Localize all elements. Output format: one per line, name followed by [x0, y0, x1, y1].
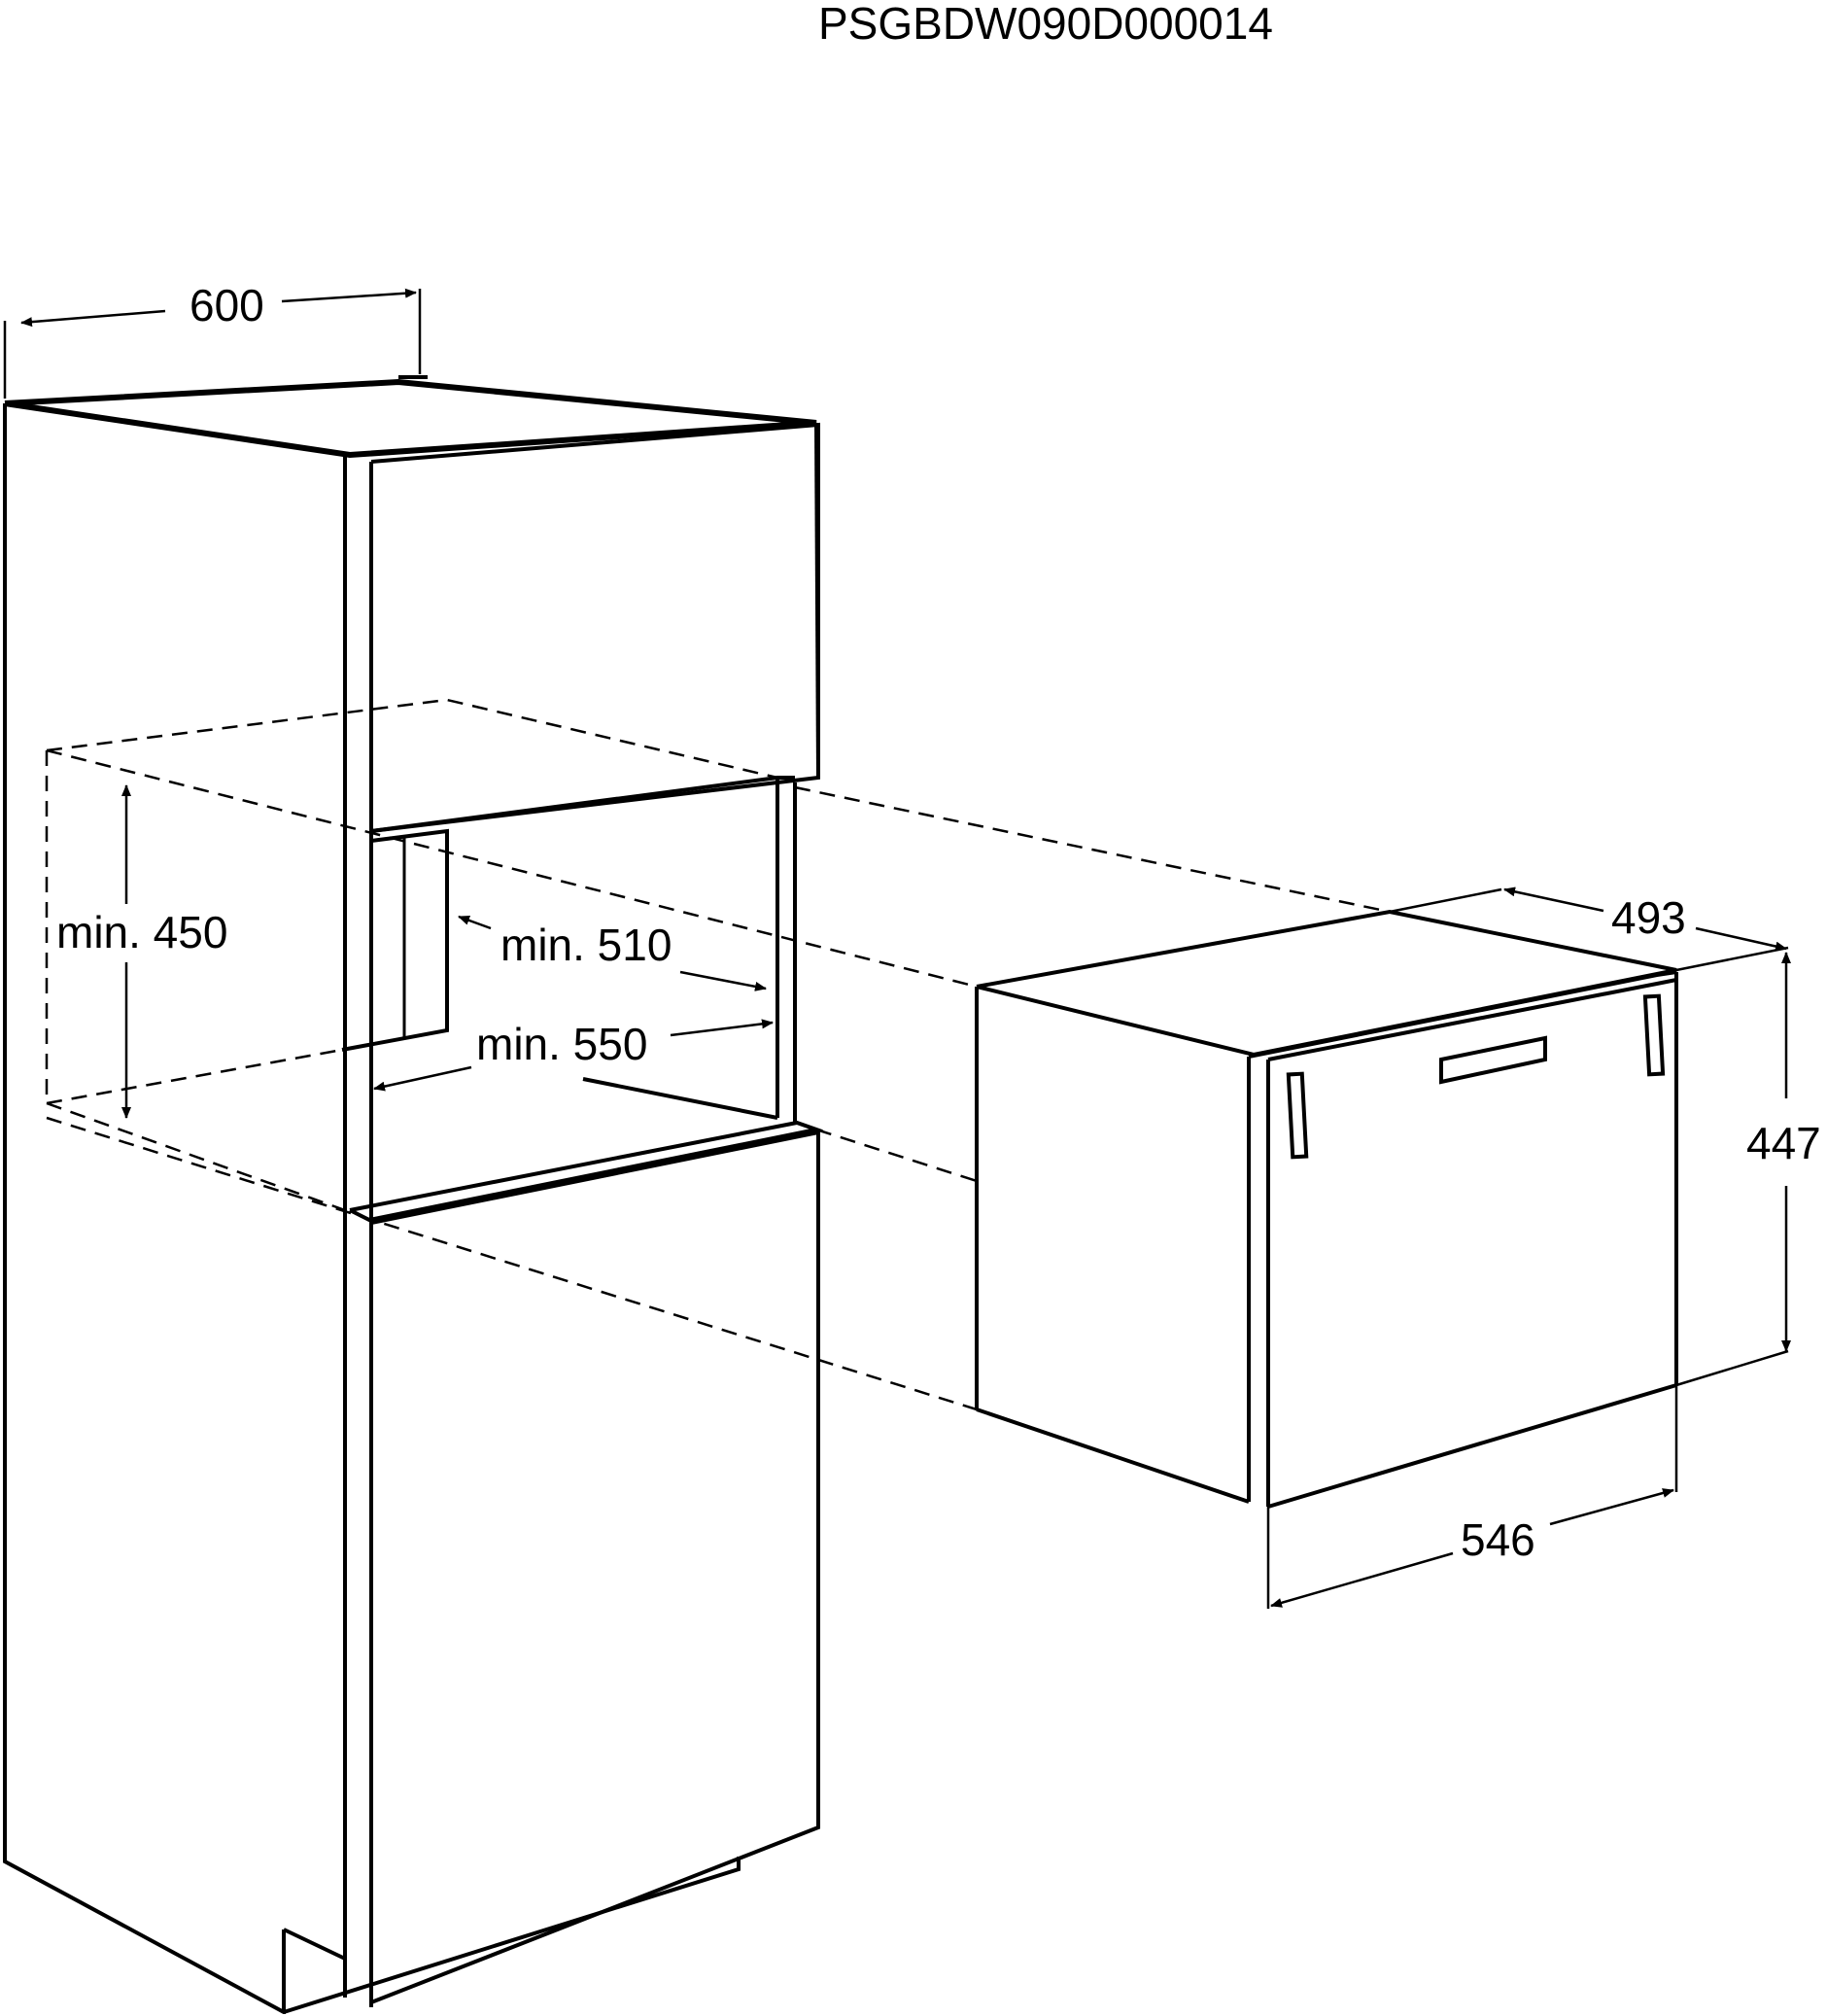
dim-niche-depth-inner: min. 510 — [500, 920, 672, 970]
dim-appliance-depth: 493 — [1611, 892, 1686, 943]
dim-cabinet-width: 600 — [190, 280, 264, 330]
dimension-546: 546 — [1266, 1385, 1678, 1609]
dimension-493: 493 — [1389, 886, 1789, 972]
dimension-600: 600 — [3, 280, 422, 399]
dim-appliance-width: 546 — [1461, 1514, 1535, 1565]
dimension-447: 447 — [1675, 952, 1821, 1387]
left-latch — [1286, 1071, 1309, 1160]
handle-slot — [1439, 1035, 1547, 1085]
dimension-min-550: min. 550 — [373, 1019, 774, 1092]
appliance — [975, 909, 1678, 1509]
drawing-code: PSGBDW090D000014 — [818, 0, 1273, 49]
dim-appliance-height: 447 — [1746, 1118, 1821, 1168]
right-latch — [1642, 993, 1666, 1077]
projection-lines — [45, 698, 1391, 1411]
cabinet — [3, 375, 824, 2014]
dim-niche-depth-outer: min. 550 — [476, 1019, 647, 1069]
dimension-min-450: min. 450 — [56, 784, 227, 1119]
dimension-min-510: min. 510 — [458, 915, 767, 991]
dim-niche-height: min. 450 — [56, 907, 227, 957]
